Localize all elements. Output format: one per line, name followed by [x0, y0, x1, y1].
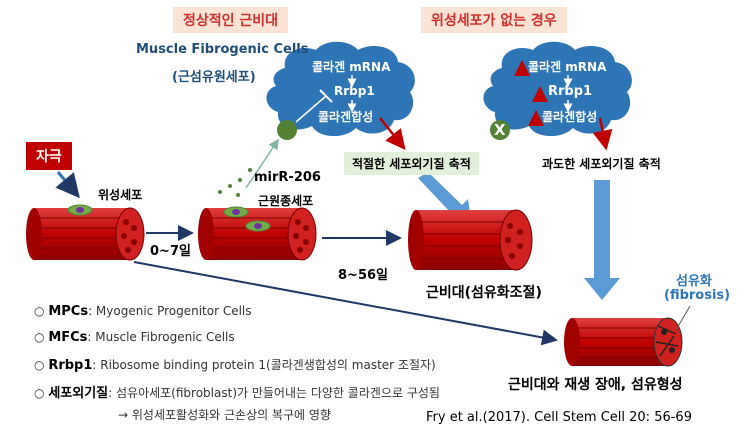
increase-arrows: [514, 60, 548, 126]
muscle-fiber-1: [26, 204, 145, 261]
mfc-cloud-left: [266, 41, 415, 137]
hypertrophy-fibrosis-control-label: 근비대(섬유화조절): [426, 285, 542, 301]
legend-note: → 위성세포활성화와 근손상의 복구에 영향: [118, 408, 331, 422]
stimulus-box: 자극: [26, 142, 72, 170]
stimulus-arrow: [55, 171, 80, 199]
muscle-fiber-fibrosis: [564, 317, 683, 367]
excess-ecm-box: 과도한 세포외기질 축적: [534, 152, 669, 175]
legend-mpcs: ○ MPCs: Myogenic Progenitor Cells: [34, 304, 252, 319]
fibrosis-ko-label: 섬유화: [676, 274, 712, 289]
mir206-label: mirR-206: [254, 170, 321, 185]
adequate-ecm-box: 적절한 세포외기질 축적: [344, 152, 479, 175]
mfc-title-ko: (근섬유원세포): [172, 70, 256, 85]
mfc-cell-blocked: [490, 120, 510, 140]
legend-key: MFCs: [48, 330, 88, 345]
mir-dots: [218, 168, 252, 197]
legend-bullet: ○: [34, 386, 45, 400]
legend-text: : Myogenic Progenitor Cells: [88, 304, 252, 318]
cloud-right-rrbp1: Rrbp1: [548, 84, 593, 99]
legend-text: : Muscle Fibrogenic Cells: [87, 330, 235, 344]
cloud-left-collagen-synthesis: 콜라겐합성: [318, 110, 374, 124]
legend-text: : 섬유아세포(fibroblast)가 만들어내는 다양한 콜라겐으로 구성됨: [108, 386, 440, 400]
satellite-cell-label: 위성세포: [98, 188, 143, 202]
title-no-satellite-cells: 위성세포가 없는 경우: [421, 7, 567, 33]
title-normal-hypertrophy: 정상적인 근비대: [173, 7, 289, 33]
muscle-fiber-3: [408, 209, 533, 271]
muscle-fiber-2: [198, 206, 317, 261]
legend-key: 세포외기질: [48, 386, 109, 401]
legend-bullet: ○: [34, 330, 45, 344]
legend-bullet: ○: [34, 304, 45, 318]
legend-text: : Ribosome binding protein 1(콜라겐생합성의 mas…: [92, 358, 436, 372]
cloud-right-collagen-mrna: 콜라겐 mRNA: [528, 60, 607, 74]
cloud-left-collagen-mrna: 콜라겐 mRNA: [312, 60, 391, 74]
legend-ecm: ○ 세포외기질: 섬유아세포(fibroblast)가 만들어내는 다양한 콜라…: [34, 382, 440, 401]
mfc-title-en: Muscle Fibrogenic Cells: [136, 42, 309, 57]
mfc-cell: [277, 120, 297, 140]
blocked-x-icon: X: [494, 121, 506, 139]
fibrosis-en-label: (fibrosis): [664, 288, 731, 303]
myoblast-label: 근원종세포: [258, 194, 314, 208]
reference-citation: Fry et al.(2017). Cell Stem Cell 20: 56-…: [426, 410, 692, 425]
blue-arrow-right: [584, 180, 620, 300]
impaired-regeneration-label: 근비대와 재생 장애, 섬유형성: [508, 377, 683, 393]
legend-mfcs: ○ MFCs: Muscle Fibrogenic Cells: [34, 330, 235, 345]
days-8-56-label: 8~56일: [338, 268, 388, 283]
legend-key: MPCs: [48, 304, 89, 319]
legend-rrbp1: ○ Rrbp1: Ribosome binding protein 1(콜라겐생…: [34, 356, 436, 373]
days-0-7-label: 0~7일: [150, 244, 191, 259]
cloud-right-collagen-synthesis: 콜라겐합성: [542, 110, 598, 124]
legend-bullet: ○: [34, 358, 45, 372]
legend-key: Rrbp1: [48, 358, 93, 373]
cloud-left-rrbp1: Rrbp1: [334, 84, 375, 98]
